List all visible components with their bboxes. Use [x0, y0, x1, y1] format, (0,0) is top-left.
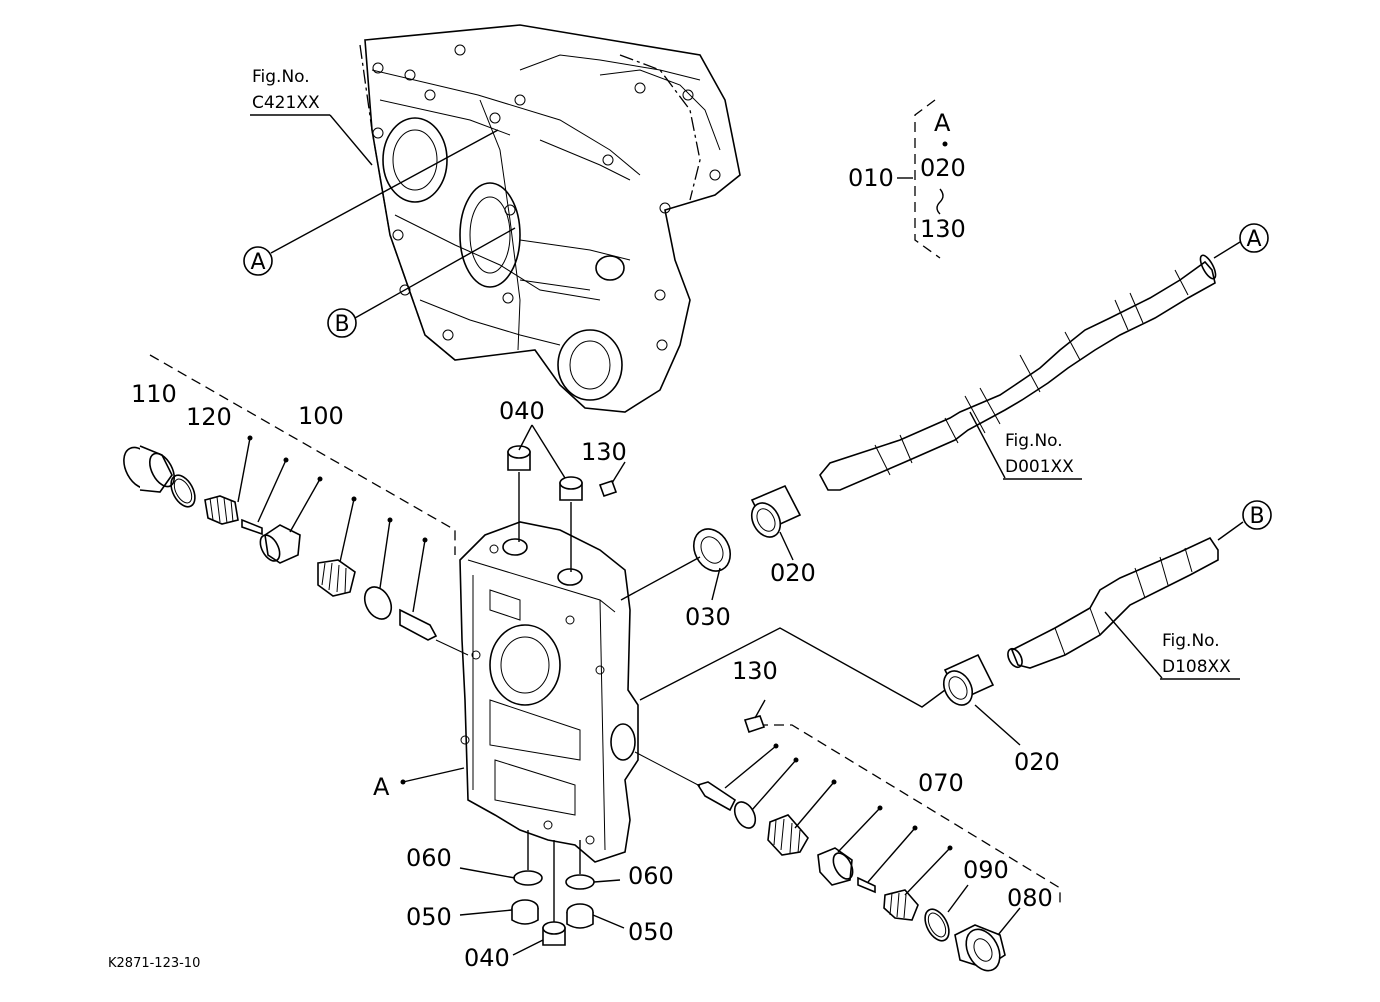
bullet	[942, 141, 948, 147]
figure-ref-c421[interactable]: Fig.No. C421XX	[250, 67, 373, 166]
leader-line	[289, 478, 321, 533]
part-number-070[interactable]: 070	[918, 769, 964, 797]
leader-line	[997, 907, 1021, 936]
leader-line	[1104, 611, 1163, 679]
shaft-a-leader	[620, 556, 701, 601]
leader-line	[751, 759, 797, 811]
leader-line	[779, 531, 794, 561]
top-plugs	[507, 424, 626, 572]
leader-line	[339, 498, 355, 563]
figure-ref-d108[interactable]: Fig.No. D108XX	[1104, 611, 1240, 680]
part-number-130-top[interactable]: 130	[581, 438, 627, 466]
housing-label: A	[373, 767, 465, 801]
right-valve-parts	[634, 699, 1061, 972]
part-number-050-left[interactable]: 050	[406, 903, 452, 931]
part-number-020-upper[interactable]: 020	[770, 559, 816, 587]
assembly-range-from: 020	[920, 154, 966, 182]
figure-ref-label: Fig.No.	[1162, 631, 1220, 651]
callout-a-shaft: A	[1213, 223, 1269, 259]
leader-line	[794, 781, 835, 829]
leader-line	[711, 567, 721, 601]
assembly-top: A	[934, 109, 951, 137]
callout-letter: B	[334, 312, 349, 337]
leader-line	[837, 807, 881, 853]
leader-line	[867, 827, 916, 883]
callout-circle	[327, 308, 357, 338]
part-number-040-top[interactable]: 040	[499, 397, 545, 425]
figure-ref-number: D108XX	[1162, 657, 1231, 677]
bearings-and-seal	[692, 484, 1021, 746]
leader-line	[974, 704, 1021, 746]
figure-ref-number: C421XX	[252, 93, 320, 113]
callout-a-case: A	[243, 129, 499, 276]
figure-ref-label: Fig.No.	[252, 67, 310, 87]
shaft-b-illustration	[1007, 536, 1219, 669]
callout-circle	[1239, 223, 1269, 253]
part-number-060-right[interactable]: 060	[628, 862, 674, 890]
part-number-030[interactable]: 030	[685, 603, 731, 631]
part-number-080[interactable]: 080	[1007, 884, 1053, 912]
leader-line	[969, 411, 1006, 479]
assembly-parent-number: 010	[848, 164, 894, 192]
part-number-050-right[interactable]: 050	[628, 918, 674, 946]
callout-circle	[243, 246, 273, 276]
part-number-120[interactable]: 120	[186, 403, 232, 431]
leader-line	[237, 437, 251, 503]
leader-line	[947, 884, 969, 913]
leader-line	[904, 847, 951, 896]
callout-circle	[1242, 500, 1272, 530]
bottom-plugs	[459, 830, 625, 956]
assembly-range-to: 130	[920, 215, 966, 243]
part-number-090[interactable]: 090	[963, 856, 1009, 884]
leader-line	[354, 227, 516, 319]
figure-ref-label: Fig.No.	[1005, 431, 1063, 451]
diagram-code: K2871-123-10	[108, 956, 200, 971]
leader-line	[270, 129, 499, 254]
group-bracket-100	[149, 354, 456, 555]
transmission-case-illustration	[359, 24, 741, 413]
figure-ref-number: D001XX	[1005, 457, 1074, 477]
callout-letter: A	[250, 250, 265, 275]
callout-letter: A	[1246, 227, 1261, 252]
leader-line	[402, 767, 465, 783]
callout-letter: B	[1249, 504, 1264, 529]
valve-housing-illustration	[459, 521, 639, 863]
assembly-composition: 010 A 020 130	[848, 99, 966, 259]
part-number-100[interactable]: 100	[298, 402, 344, 430]
tilde-mark	[936, 188, 944, 215]
housing-letter: A	[373, 773, 390, 801]
leader-line	[257, 459, 287, 523]
part-number-020-lower[interactable]: 020	[1014, 748, 1060, 776]
leader-line	[412, 539, 426, 613]
left-valve-parts	[123, 354, 469, 656]
part-number-labels: 110 120 100 040 130 020 030 130 020 070 …	[131, 380, 1060, 972]
part-number-060-left[interactable]: 060	[406, 844, 452, 872]
shaft-a-illustration	[819, 254, 1217, 491]
leader-line	[1217, 521, 1244, 541]
callout-b-shaft: B	[1217, 500, 1272, 541]
leader-line	[329, 114, 373, 166]
callout-b-case: B	[327, 227, 516, 338]
leader-line	[1213, 241, 1241, 259]
leader-line	[724, 745, 777, 789]
leader-line	[379, 519, 391, 589]
group-bracket-070	[758, 724, 1061, 905]
assembly-bracket	[914, 99, 941, 259]
part-number-130-mid[interactable]: 130	[732, 657, 778, 685]
part-number-040-bottom[interactable]: 040	[464, 944, 510, 972]
shaft-b-leader	[639, 627, 946, 708]
part-number-110[interactable]: 110	[131, 380, 177, 408]
figure-ref-d001[interactable]: Fig.No. D001XX	[969, 411, 1082, 480]
